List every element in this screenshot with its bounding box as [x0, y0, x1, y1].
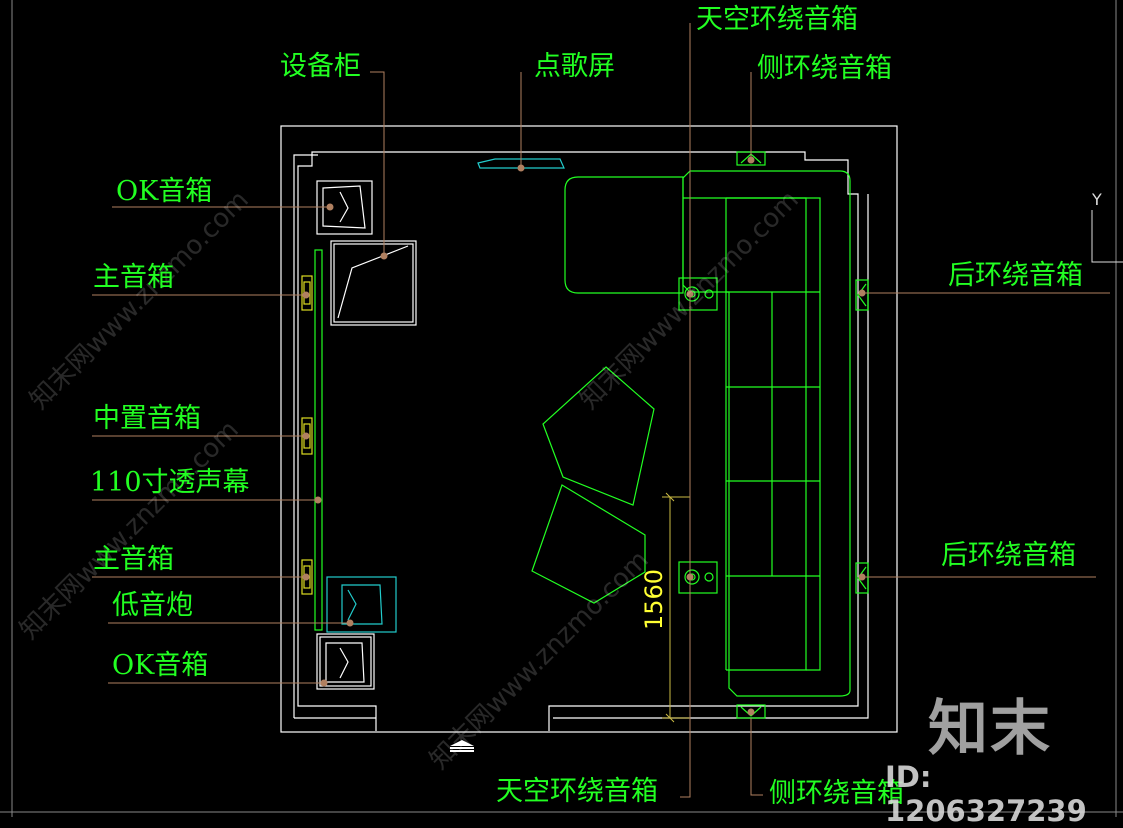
- label-rear-surround-bottom: 后环绕音箱: [941, 540, 1076, 571]
- entry-mark: [450, 740, 474, 752]
- walls: [280, 125, 898, 733]
- dimension-text: 1560: [640, 568, 668, 630]
- leader-dots: [302, 156, 866, 716]
- watermark-id: ID: 1206327239: [885, 760, 1087, 828]
- song-screen-shape: [477, 158, 565, 169]
- watermark-logo: 知末: [928, 694, 1052, 764]
- label-equipment-cabinet: 设备柜: [280, 51, 361, 82]
- sofa-shape: [564, 170, 851, 697]
- label-main-speaker-top: 主音箱: [93, 262, 174, 293]
- label-sky-surround-bottom: 天空环绕音箱: [496, 776, 658, 807]
- label-song-screen: 点歌屏: [534, 51, 615, 82]
- tea-tables: [531, 366, 655, 604]
- label-ok-speaker-bottom: OK音箱: [112, 650, 209, 681]
- surround-speakers: [736, 151, 869, 719]
- sky-surround-boxes: [678, 277, 718, 594]
- dimension-line: [662, 492, 690, 723]
- y-axis-mark: [1091, 210, 1123, 263]
- axis-y-label: Y: [1092, 190, 1102, 209]
- label-ok-speaker-top: OK音箱: [116, 176, 213, 207]
- subwoofer-shape: [326, 576, 397, 633]
- label-main-speaker-bottom: 主音箱: [93, 544, 174, 575]
- label-rear-surround-top: 后环绕音箱: [948, 260, 1083, 291]
- label-center-speaker: 中置音箱: [93, 403, 201, 434]
- equipment-cabinet-shape: [330, 240, 417, 326]
- label-sky-surround-top: 天空环绕音箱: [696, 4, 858, 35]
- label-screen-110: 110寸透声幕: [90, 467, 250, 498]
- ok-speaker-top-shape: [316, 180, 373, 235]
- leader-lines: [92, 23, 1110, 798]
- ok-speaker-bottom-shape: [316, 633, 375, 690]
- label-side-surround-bottom: 侧环绕音箱: [769, 778, 904, 809]
- label-side-surround-top: 侧环绕音箱: [757, 53, 892, 84]
- acoustic-screen-shape: [314, 249, 323, 631]
- label-subwoofer: 低音炮: [112, 590, 193, 621]
